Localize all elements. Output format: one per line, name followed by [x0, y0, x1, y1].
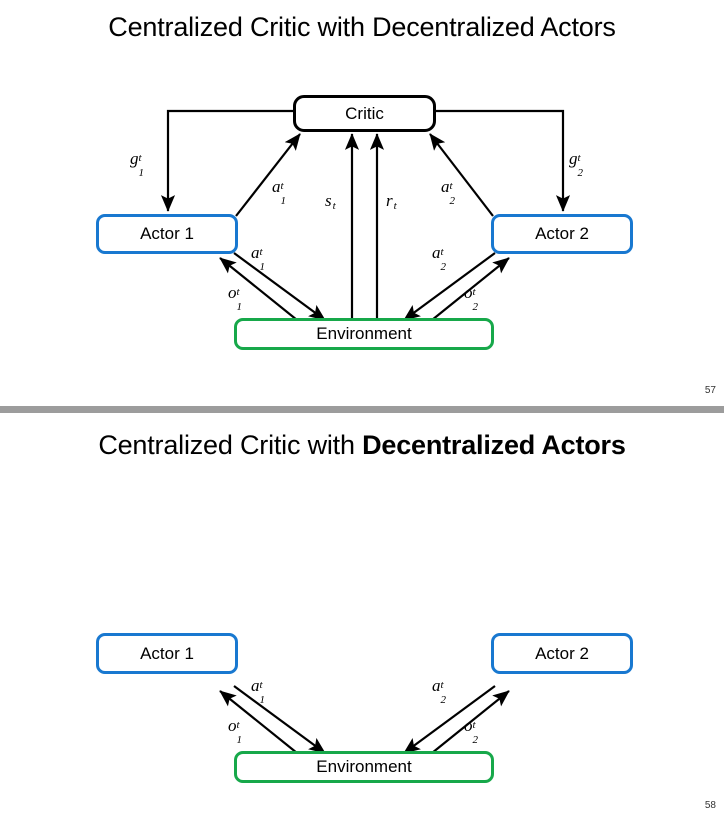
slide-number-57: 57 — [704, 385, 716, 396]
node-critic[interactable]: Critic — [293, 95, 436, 132]
edge-label-a1-down-sup: t — [259, 679, 263, 691]
edge-label-g1-base: g — [130, 149, 139, 168]
node-actor-2-label: Actor 2 — [535, 643, 589, 663]
node-actor-1-label: Actor 1 — [140, 643, 194, 663]
edge-label-a2-up-sub: 2 — [449, 195, 456, 207]
edge-label-a1-up-base: a — [272, 177, 281, 196]
diagram-edges-slide-1 — [160, 109, 571, 321]
edge-label-a1-down-base: a — [251, 243, 260, 262]
edge-label-o2-sup: t — [472, 719, 476, 731]
edge-label-o1-sub: 1 — [236, 734, 243, 746]
slide-separator — [0, 406, 724, 413]
edge-label-a2-down-sup: t — [440, 246, 444, 258]
edge-label-reward: rt — [386, 191, 397, 212]
node-actor-2-label: Actor 2 — [535, 224, 589, 243]
edge-environment-to-actor1-observation — [219, 257, 298, 321]
edge-environment-to-actor2-observation — [431, 257, 510, 321]
edge-label-a1-up-sub: 1 — [280, 195, 287, 207]
edge-label-a2-up-sup: t — [449, 180, 453, 192]
slide-number-58: 58 — [704, 800, 716, 811]
edge-label-o1-sup: t — [236, 286, 240, 298]
node-environment-label: Environment — [316, 757, 412, 776]
edge-label-state-sub: t — [332, 200, 336, 212]
edge-label-a2-up-base: a — [441, 177, 450, 196]
page-title: Centralized Critic with Decentralized Ac… — [0, 12, 724, 43]
edge-label-o2-sup: t — [472, 286, 476, 298]
node-environment-label: Environment — [316, 324, 412, 343]
edge-label-a2-down-base: a — [432, 243, 441, 262]
edge-label-a2-down-base: a — [432, 676, 441, 695]
edge-label-a1-up-sup: t — [280, 180, 284, 192]
edge-critic-to-actor2-gradient — [436, 109, 571, 212]
edge-label-o2-sub: 2 — [472, 734, 479, 746]
edge-label-reward-sub: t — [393, 200, 397, 212]
page-title-regular: Centralized Critic with Decentralized Ac… — [108, 12, 616, 42]
edge-label-o2-sub: 2 — [472, 301, 479, 313]
edge-label-a2-down-sub: 2 — [440, 261, 447, 273]
edge-environment-to-actor1-observation — [219, 690, 298, 754]
edge-label-reward-base: r — [386, 191, 393, 210]
edge-label-a1-down-sup: t — [259, 246, 263, 258]
slide-centralized-critic-decentralized-actors: Centralized Critic with Decentralized Ac… — [0, 0, 724, 406]
diagram-edges-slide-2 — [219, 685, 510, 754]
edge-label-o1-sup: t — [236, 719, 240, 731]
page-title-2-regular: Centralized Critic with — [98, 430, 363, 460]
edge-label-a2-down-sup: t — [440, 679, 444, 691]
edge-environment-to-actor2-observation — [431, 690, 510, 754]
edge-label-g2-sup: t — [577, 152, 581, 164]
edge-label-a1-down-base: a — [251, 676, 260, 695]
edge-label-g2-sub: 2 — [577, 167, 584, 179]
edge-actor2-to-environment-action — [403, 252, 496, 321]
node-actor-2[interactable]: Actor 2 — [491, 214, 633, 254]
node-environment[interactable]: Environment — [234, 318, 494, 350]
edge-label-g1-sup: t — [138, 152, 142, 164]
edge-label-o2-base: o — [464, 283, 473, 302]
edge-label-a1-down-sub: 1 — [259, 261, 266, 273]
node-actor-1[interactable]: Actor 1 — [96, 214, 238, 254]
edge-label-o1-base: o — [228, 716, 237, 735]
node-actor-2[interactable]: Actor 2 — [491, 633, 633, 674]
page-title-2: Centralized Critic with Decentralized Ac… — [0, 430, 724, 461]
node-actor-1[interactable]: Actor 1 — [96, 633, 238, 674]
edge-label-g2-base: g — [569, 149, 578, 168]
edge-actor1-to-critic-action — [235, 133, 301, 217]
edge-actor1-to-environment-action — [233, 685, 326, 754]
page-title-2-bold: Decentralized Actors — [362, 430, 626, 460]
edge-label-o1-base: o — [228, 283, 237, 302]
edge-critic-to-actor1-gradient — [160, 109, 293, 212]
node-actor-1-label: Actor 1 — [140, 224, 194, 243]
node-environment[interactable]: Environment — [234, 751, 494, 783]
edge-label-o1-sub: 1 — [236, 301, 243, 313]
edge-label-a2-down-sub: 2 — [440, 694, 447, 706]
edge-label-state: st — [325, 191, 336, 212]
edge-actor2-to-environment-action — [403, 685, 496, 754]
edge-label-g1-sub: 1 — [138, 167, 145, 179]
edge-label-o2-base: o — [464, 716, 473, 735]
node-critic-label: Critic — [345, 103, 384, 123]
edge-label-state-base: s — [325, 191, 332, 210]
edge-actor1-to-environment-action — [233, 252, 326, 321]
edge-actor2-to-critic-action — [429, 133, 494, 217]
edge-label-a1-down-sub: 1 — [259, 694, 266, 706]
